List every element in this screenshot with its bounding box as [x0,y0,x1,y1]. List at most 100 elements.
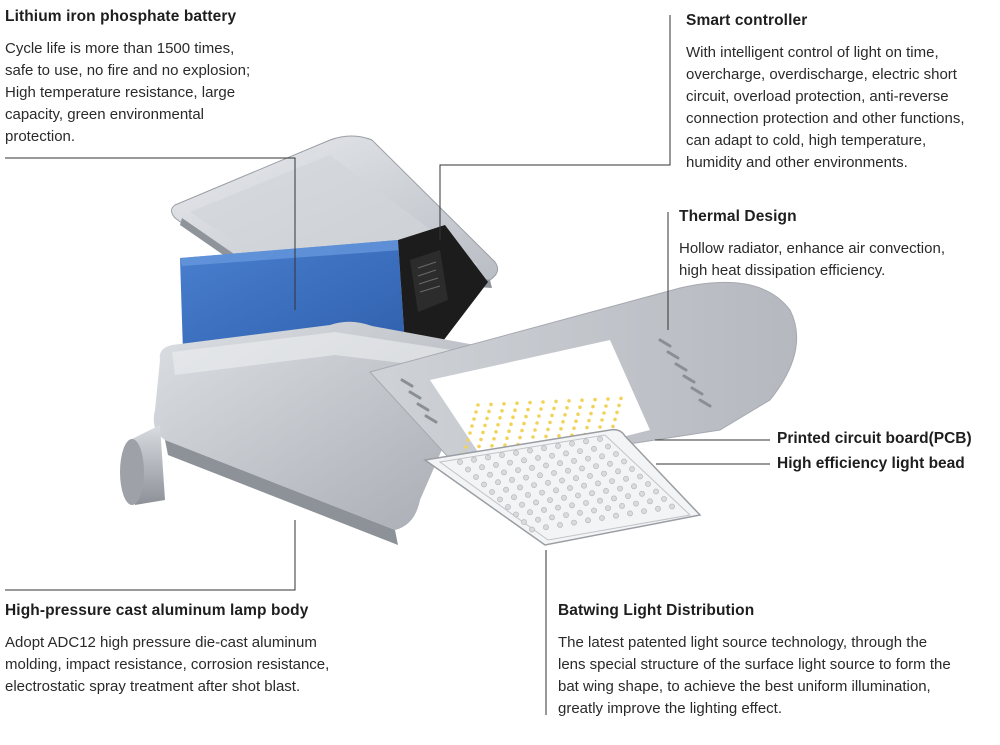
battery-annotation: Lithium iron phosphate battery Cycle lif… [5,8,295,148]
light-bead [602,411,606,415]
lens-dot [549,452,555,459]
light-bead [576,412,580,417]
light-bead [505,436,509,441]
lens-dot [545,479,551,486]
light-bead [552,406,556,411]
lens-dot [529,526,535,533]
lens-dot [645,481,651,487]
lens-dot [577,448,583,454]
lens-dot [523,474,529,481]
light-bead [611,424,615,429]
lens-dot [543,524,549,531]
lens-dot [531,482,537,488]
lens-dot [653,488,659,495]
light-bead [522,421,526,426]
lens-dot [577,509,583,516]
light-bead [479,437,483,442]
lens-dot [513,511,519,518]
lens-dot [609,478,615,484]
lens-dot [567,485,573,491]
lens-dot [471,456,477,463]
light-bead [494,430,498,434]
lens-dot [501,469,507,476]
lens-dot [527,509,533,516]
lens-dot [633,500,639,507]
lens-dot [527,447,533,454]
light-bead-label: High efficiency light bead [777,455,965,472]
light-bead [477,444,481,449]
lens-dot [563,450,569,457]
lens-dot [537,472,543,479]
light-bead [466,438,470,442]
light-bead [548,420,552,425]
lamp-body-title: High-pressure cast aluminum lamp body [5,602,309,619]
lens-dot [551,470,557,476]
controller-line: circuit, overload protection, anti-rever… [686,88,949,105]
battery-line: capacity, green environmental [5,106,204,123]
lens-dot [621,458,627,465]
light-bead [464,445,468,449]
light-bead [572,426,576,431]
battery-line: protection. [5,128,76,145]
lens-dot [535,516,541,523]
lens-dot [593,463,599,469]
lens-dot [543,462,549,469]
lens-dot [597,497,603,504]
lens-dot [605,505,611,512]
controller-line: humidity and other environments. [686,154,908,171]
light-bead [481,430,485,435]
lens-dot [599,515,605,521]
light-bead [559,427,563,431]
light-bead [539,407,543,411]
lens-dot [575,492,581,499]
lens-dot [579,465,585,472]
lens-dot [597,436,603,442]
lens-dot [485,454,491,461]
lens-dot [631,483,637,490]
lens-dot [539,489,545,496]
light-bead [557,434,561,438]
lens-dot [511,494,517,501]
light-bead [498,416,502,420]
controller-line: overcharge, overdischarge, electric shor… [686,66,957,83]
controller-line: With intelligent control of light on tim… [686,44,939,61]
lens-dot [507,459,513,466]
light-bead [585,425,589,430]
lens-array [457,436,675,533]
lens-dot [617,485,623,492]
thermal-line: high heat dissipation efficiency. [679,262,886,279]
light-bead [541,400,545,404]
lens-dot [533,499,539,506]
lens-dot [599,453,605,460]
light-bead [503,443,507,448]
light-bead [483,423,487,428]
lens-dot [505,504,511,510]
light-bead [580,398,584,403]
lens-dot [623,475,629,482]
light-bead [554,399,558,404]
controller-title: Smart controller [686,12,808,29]
light-bead [567,399,571,403]
lens-dot [517,484,523,491]
pcb-label: Printed circuit board(PCB) [777,430,972,447]
lens-dot [565,467,571,474]
light-bead [468,431,472,435]
lens-dot [553,487,559,494]
light-bead [550,413,554,418]
lens-dot [595,480,601,487]
lens-dot [525,491,531,498]
lens-dot [559,477,565,484]
battery-line: High temperature resistance, large [5,84,236,101]
lens-dot [547,497,553,503]
leader-lines [5,15,770,715]
lens-dot [625,493,631,499]
light-bead [578,405,582,410]
lens-dot [589,490,595,497]
battery-line: safe to use, no fire and no explosion; [5,62,251,79]
light-bead [591,404,595,409]
lens-dot [641,508,647,514]
lens-dot [585,455,591,462]
light-bead [485,416,489,421]
lens-dot [503,486,509,493]
